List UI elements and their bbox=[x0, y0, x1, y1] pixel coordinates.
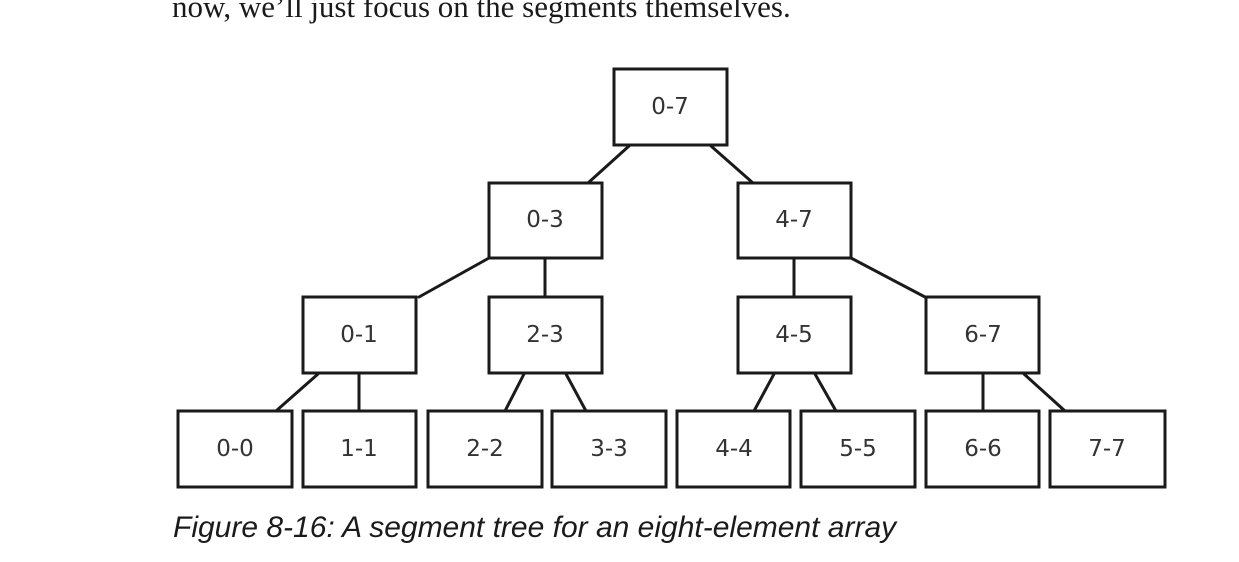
body-text-line: now, we’ll just focus on the segments th… bbox=[172, 0, 791, 24]
node-label: 5-5 bbox=[839, 436, 877, 462]
node-label: 6-7 bbox=[964, 322, 1002, 348]
edge-2-3-to-2-2 bbox=[503, 372, 526, 413]
tree-node-level1: 0-3 bbox=[487, 181, 604, 260]
node-label: 6-6 bbox=[964, 436, 1002, 462]
edge-4-7-to-6-7 bbox=[849, 256, 927, 299]
edge-2-3-to-3-3 bbox=[564, 372, 588, 413]
tree-leaf-node: 5-5 bbox=[799, 409, 917, 489]
tree-leaf-node: 7-7 bbox=[1048, 409, 1167, 489]
node-label: 0-3 bbox=[526, 207, 564, 233]
node-label: 3-3 bbox=[590, 436, 628, 462]
tree-node-level2: 6-7 bbox=[924, 295, 1041, 375]
tree-leaf-node: 0-0 bbox=[176, 409, 294, 489]
tree-node-level2: 0-1 bbox=[301, 295, 418, 375]
tree-node-root: 0-7 bbox=[612, 67, 729, 147]
tree-leaf-node: 3-3 bbox=[550, 409, 668, 489]
edge-0-3-to-0-1 bbox=[417, 256, 491, 299]
edge-0-7-to-4-7 bbox=[709, 144, 755, 185]
node-label: 2-2 bbox=[466, 436, 504, 462]
node-label: 0-1 bbox=[340, 322, 378, 348]
tree-node-level2: 4-5 bbox=[736, 295, 853, 375]
node-label: 4-4 bbox=[715, 436, 753, 462]
tree-leaf-node: 1-1 bbox=[301, 409, 418, 489]
tree-leaf-node: 2-2 bbox=[426, 409, 544, 489]
node-label: 0-7 bbox=[651, 94, 689, 120]
tree-node-level2: 2-3 bbox=[487, 295, 604, 375]
node-label: 4-5 bbox=[775, 322, 813, 348]
tree-node-level1: 4-7 bbox=[736, 181, 853, 260]
node-label: 4-7 bbox=[775, 207, 813, 233]
node-label: 0-0 bbox=[216, 436, 254, 462]
node-label: 2-3 bbox=[526, 322, 564, 348]
node-label: 1-1 bbox=[340, 436, 378, 462]
tree-leaf-node: 4-4 bbox=[675, 409, 792, 489]
edge-4-5-to-5-5 bbox=[813, 372, 838, 413]
segment-tree-diagram: 0-7 0-3 4-7 0-1 2-3 4-5 6-7 0-0 1-1 2-2 bbox=[176, 67, 1167, 489]
edge-6-7-to-7-7 bbox=[1022, 372, 1067, 413]
node-label: 7-7 bbox=[1088, 436, 1126, 462]
tree-edges bbox=[274, 144, 1067, 413]
edge-0-7-to-0-3 bbox=[586, 144, 631, 185]
figure-caption: Figure 8-16: A segment tree for an eight… bbox=[173, 511, 897, 544]
tree-leaf-node: 6-6 bbox=[924, 409, 1041, 489]
edge-0-1-to-0-0 bbox=[274, 372, 320, 413]
edge-4-5-to-4-4 bbox=[752, 372, 776, 413]
